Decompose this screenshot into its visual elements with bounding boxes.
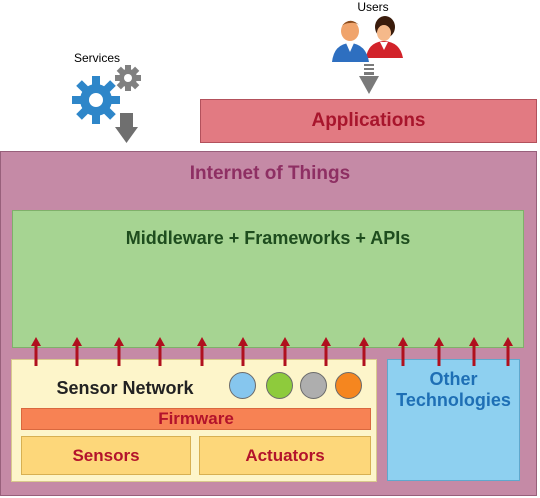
other-technologies-line2: Technologies xyxy=(396,390,511,410)
services-label: Services xyxy=(73,51,120,65)
other-technologies-box xyxy=(387,359,520,481)
other-technologies-title: Other Technologies xyxy=(387,369,520,411)
firmware-box: Firmware xyxy=(21,408,371,430)
sensor-dot-gray xyxy=(300,372,327,399)
other-technologies-line1: Other xyxy=(429,369,478,389)
sensor-dot-orange xyxy=(335,372,362,399)
middleware-title: Middleware + Frameworks + APIs xyxy=(125,228,411,248)
middleware-box xyxy=(12,210,524,348)
iot-title: Internet of Things xyxy=(189,163,351,184)
sensor-network-title: Sensor Network xyxy=(56,378,194,398)
sensor-dot-blue xyxy=(229,372,256,399)
sensors-box: Sensors xyxy=(21,436,191,475)
users-label: Users xyxy=(357,0,389,14)
sensor-dot-green xyxy=(266,372,293,399)
actuators-box: Actuators xyxy=(199,436,371,475)
applications-box: Applications xyxy=(200,99,537,143)
